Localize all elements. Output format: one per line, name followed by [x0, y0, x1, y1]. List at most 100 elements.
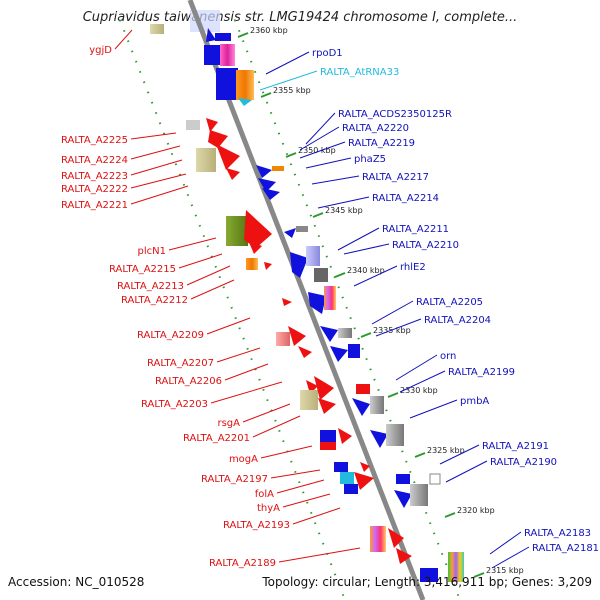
- gene-label[interactable]: RALTA_A2191: [482, 441, 549, 452]
- gene-label[interactable]: RALTA_A2193: [223, 520, 290, 531]
- gene-label[interactable]: plcN1: [138, 246, 166, 257]
- gene-feature[interactable]: [352, 398, 370, 416]
- gene-feature[interactable]: [216, 144, 240, 170]
- gene-label[interactable]: RALTA_A2201: [183, 433, 250, 444]
- gene-feature[interactable]: [348, 344, 360, 358]
- gene-label[interactable]: RALTA_A2224: [61, 155, 128, 166]
- gene-feature[interactable]: [396, 548, 412, 564]
- gene-feature[interactable]: [284, 228, 296, 238]
- gene-feature[interactable]: [206, 28, 216, 42]
- gene-label[interactable]: RALTA_A2181: [532, 543, 599, 554]
- gene-feature[interactable]: [320, 430, 336, 442]
- gene-feature[interactable]: [258, 178, 276, 192]
- gene-feature[interactable]: [344, 484, 358, 494]
- gene-feature[interactable]: [448, 552, 464, 582]
- gene-feature[interactable]: [370, 430, 388, 448]
- gene-label[interactable]: folA: [255, 489, 274, 500]
- gene-feature[interactable]: [208, 130, 228, 148]
- gene-feature[interactable]: [220, 44, 235, 66]
- gene-feature[interactable]: [298, 346, 312, 358]
- gene-feature[interactable]: [308, 292, 326, 314]
- gene-label[interactable]: RALTA_A2211: [382, 224, 449, 235]
- gene-feature[interactable]: [429, 473, 441, 485]
- gene-feature[interactable]: [338, 328, 352, 338]
- gene-feature[interactable]: [394, 490, 412, 508]
- gene-feature[interactable]: [324, 286, 336, 310]
- gene-feature[interactable]: [300, 390, 318, 410]
- gene-label[interactable]: RALTA_A2213: [117, 281, 184, 292]
- gene-feature[interactable]: [356, 384, 370, 394]
- gene-label[interactable]: RALTA_A2206: [155, 376, 222, 387]
- gene-feature[interactable]: [206, 118, 218, 132]
- gene-feature[interactable]: [320, 442, 336, 450]
- gene-label[interactable]: pmbA: [460, 396, 489, 407]
- gene-label[interactable]: RALTA_A2222: [61, 184, 128, 195]
- gene-feature[interactable]: [244, 210, 272, 248]
- gene-feature[interactable]: [150, 24, 164, 34]
- gene-feature[interactable]: [338, 428, 352, 444]
- gene-label[interactable]: RALTA_A2210: [392, 240, 459, 251]
- gene-label[interactable]: RALTA_A2204: [424, 315, 491, 326]
- gene-feature[interactable]: [196, 148, 216, 172]
- gene-feature[interactable]: [288, 326, 306, 346]
- gene-feature[interactable]: [276, 332, 290, 346]
- gene-feature[interactable]: [318, 398, 336, 414]
- gene-feature[interactable]: [410, 484, 428, 506]
- gene-feature[interactable]: [340, 472, 354, 484]
- gene-label[interactable]: RALTA_AtRNA33: [320, 67, 399, 78]
- gene-label[interactable]: thyA: [257, 503, 280, 514]
- gene-label[interactable]: RALTA_A2205: [416, 297, 483, 308]
- gene-feature[interactable]: [370, 396, 384, 414]
- gene-label[interactable]: rsgA: [217, 418, 240, 429]
- gene-label[interactable]: RALTA_A2183: [524, 528, 591, 539]
- gene-feature[interactable]: [215, 33, 231, 41]
- gene-feature[interactable]: [272, 166, 284, 171]
- gene-label[interactable]: RALTA_ACDS2350125R: [338, 109, 452, 120]
- gene-feature[interactable]: [248, 240, 262, 254]
- gene-feature[interactable]: [396, 474, 410, 484]
- gene-label[interactable]: phaZ5: [354, 154, 386, 165]
- gene-feature[interactable]: [264, 262, 272, 270]
- gene-label[interactable]: RALTA_A2199: [448, 367, 515, 378]
- gene-label[interactable]: RALTA_A2203: [141, 399, 208, 410]
- gene-label[interactable]: RALTA_A2220: [342, 123, 409, 134]
- gene-feature[interactable]: [256, 165, 272, 178]
- gene-feature[interactable]: [330, 346, 348, 362]
- gene-feature[interactable]: [216, 68, 238, 100]
- gene-feature[interactable]: [282, 298, 292, 306]
- gene-label[interactable]: RALTA_A2197: [201, 474, 268, 485]
- gene-feature[interactable]: [320, 326, 338, 342]
- gene-feature[interactable]: [238, 98, 252, 106]
- gene-feature[interactable]: [236, 70, 254, 100]
- gene-feature[interactable]: [388, 528, 404, 548]
- gene-feature[interactable]: [204, 45, 222, 65]
- gene-feature[interactable]: [314, 376, 334, 400]
- gene-feature[interactable]: [226, 216, 248, 246]
- gene-label[interactable]: rhlE2: [400, 262, 426, 273]
- gene-feature[interactable]: [360, 462, 370, 472]
- gene-label[interactable]: rpoD1: [312, 48, 343, 59]
- gene-feature[interactable]: [246, 258, 258, 270]
- gene-label[interactable]: RALTA_A2209: [137, 330, 204, 341]
- gene-feature[interactable]: [290, 252, 308, 278]
- gene-feature[interactable]: [386, 424, 404, 446]
- gene-feature[interactable]: [420, 568, 438, 582]
- gene-feature[interactable]: [262, 188, 280, 200]
- gene-feature[interactable]: [186, 120, 200, 130]
- gene-feature[interactable]: [354, 472, 374, 490]
- gene-label[interactable]: RALTA_A2223: [61, 171, 128, 182]
- gene-label[interactable]: RALTA_A2215: [109, 264, 176, 275]
- gene-label[interactable]: RALTA_A2212: [121, 295, 188, 306]
- gene-label[interactable]: mogA: [229, 454, 258, 465]
- gene-label[interactable]: RALTA_A2219: [348, 138, 415, 149]
- gene-feature[interactable]: [296, 226, 308, 232]
- gene-label[interactable]: RALTA_A2190: [490, 457, 557, 468]
- gene-feature[interactable]: [314, 268, 328, 282]
- gene-label[interactable]: ygjD: [89, 45, 112, 56]
- gene-label[interactable]: RALTA_A2225: [61, 135, 128, 146]
- gene-label[interactable]: RALTA_A2221: [61, 200, 128, 211]
- gene-label[interactable]: RALTA_A2214: [372, 193, 439, 204]
- gene-label[interactable]: RALTA_A2207: [147, 358, 214, 369]
- gene-feature[interactable]: [334, 462, 348, 472]
